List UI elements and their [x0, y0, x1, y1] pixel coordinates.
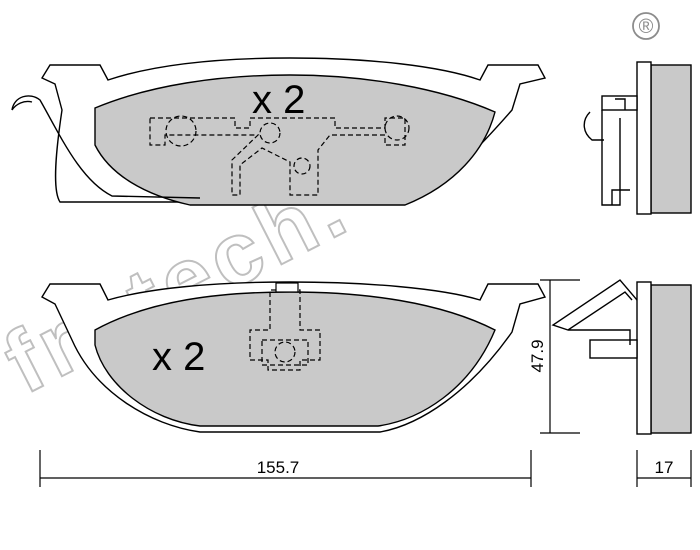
top-side-friction	[650, 64, 692, 214]
dimension-height	[540, 279, 580, 434]
bottom-side-friction	[650, 284, 692, 434]
bottom-friction-pad	[94, 291, 496, 427]
top-side-pin	[601, 95, 638, 111]
top-wear-wire	[11, 95, 201, 199]
bottom-clip-tab	[275, 282, 299, 293]
bottom-clip-dashed	[249, 289, 321, 371]
top-clip-dashed	[149, 115, 410, 196]
dimension-thickness-label: 17	[655, 458, 674, 477]
bottom-pad-side-view	[551, 279, 692, 435]
bottom-pad-front-view: x 2	[41, 281, 547, 433]
registered-mark: ®	[632, 12, 660, 40]
dimension-width-label: 155.7	[257, 458, 300, 477]
bottom-side-plate	[636, 281, 652, 435]
bottom-quantity-label: x 2	[152, 335, 205, 379]
registered-symbol: ®	[639, 16, 654, 38]
dimension-height-label: 47.9	[528, 339, 547, 372]
bottom-side-spring	[551, 279, 638, 345]
top-pad-front-view: x 2	[11, 57, 547, 206]
dimension-thickness	[636, 450, 692, 487]
top-side-plate	[636, 61, 652, 215]
top-quantity-label: x 2	[252, 78, 305, 122]
top-pad-side-view	[583, 61, 692, 215]
bottom-side-pin	[589, 339, 638, 359]
dimension-width	[39, 450, 532, 487]
